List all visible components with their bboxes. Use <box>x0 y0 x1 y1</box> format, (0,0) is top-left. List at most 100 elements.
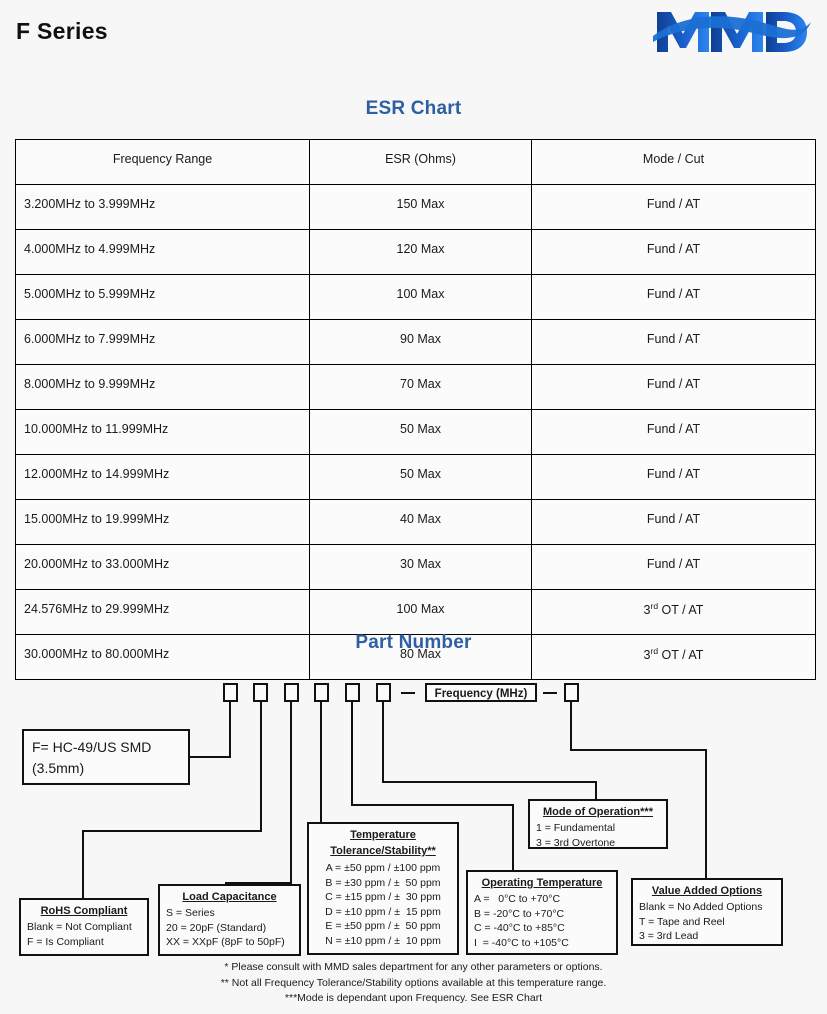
temperature-tolerance-title-line-1: Temperature <box>350 829 416 841</box>
value-added-options-legend-box: Value Added Options Blank = No Added Opt… <box>631 878 783 946</box>
column-header-frequency: Frequency Range <box>15 139 310 185</box>
wire-slot1-v <box>229 702 231 757</box>
wire-slot7-v <box>570 702 572 751</box>
cell-frequency-range: 6.000MHz to 7.999MHz <box>15 319 310 365</box>
cell-frequency-range: 10.000MHz to 11.999MHz <box>15 409 310 455</box>
part-number-heading: Part Number <box>355 632 472 653</box>
esr-chart-heading: ESR Chart <box>365 98 462 119</box>
temperature-tolerance-line-1: A = ±50 ppm / ±100 ppm <box>325 862 441 874</box>
load-capacitance-line-1: S = Series <box>166 907 215 919</box>
cell-mode-cut: Fund / AT <box>531 409 816 455</box>
mode-of-operation-line-2: 3 = 3rd Overtone <box>536 836 616 849</box>
cell-mode-cut: Fund / AT <box>531 499 816 545</box>
esr-table: Frequency Range ESR (Ohms) Mode / Cut 3.… <box>15 139 816 680</box>
operating-temperature-line-3: C = -40°C to +85°C <box>474 922 565 934</box>
operating-temperature-line-4: I = -40°C to +105°C <box>474 936 569 949</box>
rohs-title: RoHS Compliant <box>40 905 128 917</box>
temperature-tolerance-line-2: B = ±30 ppm / ± 50 ppm <box>325 876 441 889</box>
mode-of-operation-line-1: 1 = Fundamental <box>536 822 616 834</box>
cell-frequency-range: 8.000MHz to 9.999MHz <box>15 364 310 410</box>
cell-mode-cut: Fund / AT <box>531 319 816 365</box>
value-added-options-line-1: Blank = No Added Options <box>639 901 763 913</box>
cell-esr: 100 Max <box>309 589 532 635</box>
temperature-tolerance-title-line-2: Tolerance/Stability** <box>315 844 451 858</box>
rohs-legend-box: RoHS Compliant Blank = Not Compliant F =… <box>19 898 149 956</box>
cell-frequency-range: 4.000MHz to 4.999MHz <box>15 229 310 275</box>
load-capacitance-title: Load Capacitance <box>182 891 277 903</box>
wire-slot3-h <box>225 882 292 884</box>
frequency-field: Frequency (MHz) <box>425 683 537 702</box>
dash-separator-1 <box>401 692 415 694</box>
cell-mode-cut: Fund / AT <box>531 184 816 230</box>
part-slot-4 <box>314 683 329 702</box>
cell-mode-cut: 3rd OT / AT <box>531 589 816 635</box>
wire-rohs-v <box>82 830 84 898</box>
cell-esr: 100 Max <box>309 274 532 320</box>
cell-mode-cut: Fund / AT <box>531 274 816 320</box>
cell-esr: 150 Max <box>309 184 532 230</box>
part-slot-5 <box>345 683 360 702</box>
wire-slot3-v <box>290 702 292 884</box>
wire-slot2-h <box>82 830 262 832</box>
page-title: F Series <box>16 18 108 44</box>
cell-mode-cut: 3rd OT / AT <box>531 634 816 680</box>
wire-slot5-v <box>351 702 353 806</box>
cell-frequency-range: 5.000MHz to 5.999MHz <box>15 274 310 320</box>
wire-slot6-v <box>382 702 384 783</box>
load-capacitance-legend-box: Load Capacitance S = Series 20 = 20pF (S… <box>158 884 301 956</box>
operating-temperature-line-2: B = -20°C to +70°C <box>474 907 565 920</box>
cell-esr: 30 Max <box>309 544 532 590</box>
cell-esr: 50 Max <box>309 454 532 500</box>
temperature-tolerance-line-4: D = ±10 ppm / ± 15 ppm <box>325 905 441 918</box>
footnote-2: ** Not all Frequency Tolerance/Stability… <box>220 976 607 989</box>
cell-esr: 90 Max <box>309 319 532 365</box>
package-line-1: F= HC-49/US SMD <box>32 739 152 755</box>
operating-temperature-title: Operating Temperature <box>481 877 603 889</box>
wire-mode-v <box>595 781 597 801</box>
wire-slot2-v <box>260 702 262 832</box>
cell-esr: 40 Max <box>309 499 532 545</box>
cell-mode-cut: Fund / AT <box>531 454 816 500</box>
footnote-3: ***Mode is dependant upon Frequency. See… <box>284 992 543 1004</box>
value-added-options-title: Value Added Options <box>651 885 763 897</box>
wire-vao-v <box>705 749 707 879</box>
package-legend-box: F= HC-49/US SMD (3.5mm) <box>22 729 190 785</box>
rohs-line-1: Blank = Not Compliant <box>27 921 132 933</box>
cell-frequency-range: 12.000MHz to 14.999MHz <box>15 454 310 500</box>
temperature-tolerance-line-5: E = ±50 ppm / ± 50 ppm <box>325 920 441 932</box>
load-capacitance-line-3: XX = XXpF (8pF to 50pF) <box>166 936 285 948</box>
part-slot-7 <box>564 683 579 702</box>
mode-of-operation-title: Mode of Operation*** <box>536 805 660 819</box>
wire-slot5-h <box>351 804 514 806</box>
dash-separator-2 <box>543 692 557 694</box>
table-header-row: Frequency Range ESR (Ohms) Mode / Cut <box>15 139 816 185</box>
mode-of-operation-title-stars: *** <box>640 806 653 818</box>
mmd-logo <box>653 12 811 52</box>
temperature-tolerance-title-text: Tolerance/Stability <box>330 845 428 857</box>
rohs-line-2: F = Is Compliant <box>27 935 104 948</box>
footnote-1: * Please consult with MMD sales departme… <box>224 961 603 973</box>
cell-frequency-range: 24.576MHz to 29.999MHz <box>15 589 310 635</box>
mode-of-operation-legend-box: Mode of Operation*** 1 = Fundamental 3 =… <box>528 799 668 849</box>
temperature-tolerance-line-6: N = ±10 ppm / ± 10 ppm <box>325 934 441 947</box>
temperature-tolerance-legend-box: Temperature Tolerance/Stability** A = ±5… <box>307 822 459 955</box>
cell-mode-cut: Fund / AT <box>531 364 816 410</box>
cell-mode-cut: Fund / AT <box>531 544 816 590</box>
wire-slot6-h <box>382 781 597 783</box>
cell-esr: 70 Max <box>309 364 532 410</box>
part-number-diagram: Frequency (MHz) F= HC-49/US SMD (3.5mm) … <box>0 660 827 1014</box>
load-capacitance-line-2: 20 = 20pF (Standard) <box>166 921 267 934</box>
wire-slot4-v <box>320 702 322 823</box>
cell-frequency-range: 30.000MHz to 80.000MHz <box>15 634 310 680</box>
cell-frequency-range: 20.000MHz to 33.000MHz <box>15 544 310 590</box>
